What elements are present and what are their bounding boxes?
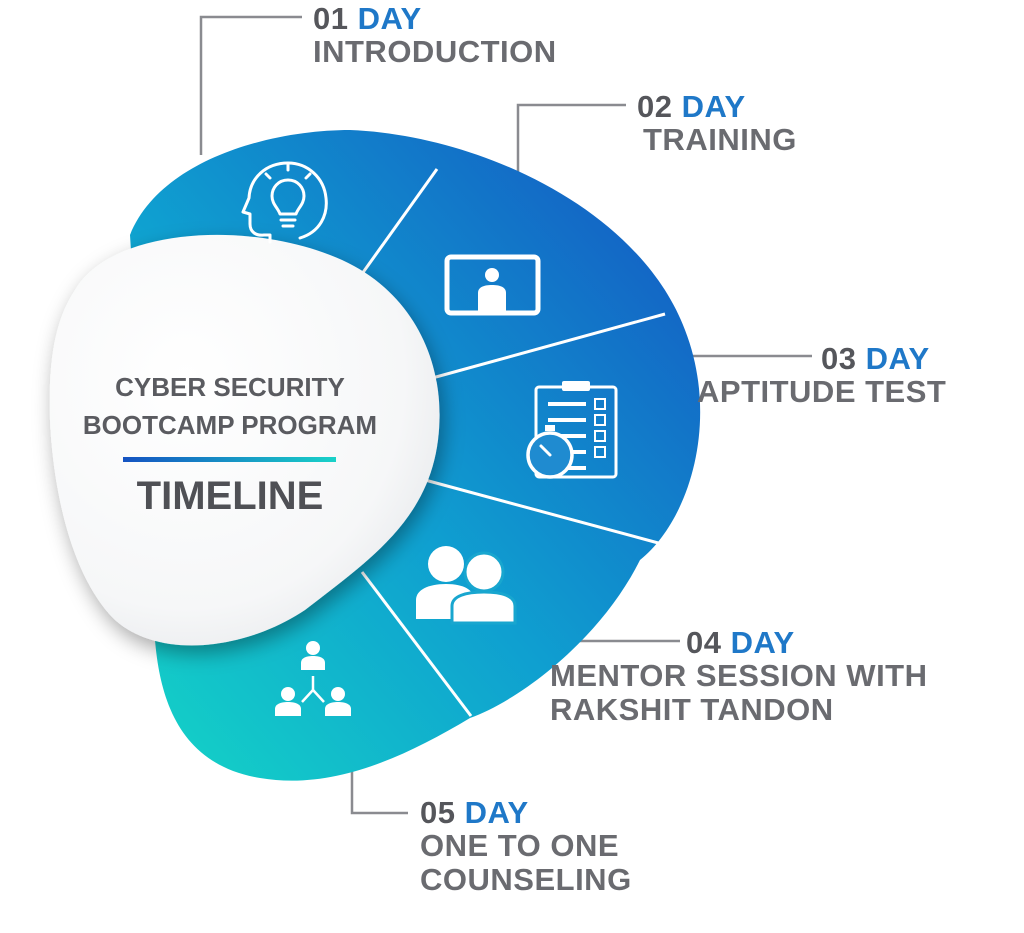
day-03-day: DAY <box>865 341 930 376</box>
center-blob <box>49 234 440 646</box>
day-04-number: 04 <box>686 625 722 660</box>
segment-dividers <box>347 168 666 717</box>
day-02-title: TRAINING <box>643 122 797 157</box>
day-05-number: 05 <box>420 795 456 830</box>
connector-day-05 <box>350 765 408 815</box>
day-05-day: DAY <box>464 795 529 830</box>
day-03-title: APTITUDE TEST <box>697 374 947 409</box>
day-01-number: 01 <box>313 1 349 36</box>
day-02-day: DAY <box>681 89 746 124</box>
day-04-title-line2: RAKSHIT TANDON <box>550 692 834 727</box>
network-people-icon <box>275 641 351 716</box>
day-02-label: 02 DAY TRAINING <box>637 91 797 157</box>
day-04-label: 04 DAY MENTOR SESSION WITH RAKSHIT TANDO… <box>550 627 928 727</box>
timeline-heading: TIMELINE <box>136 474 324 518</box>
day-03-number: 03 <box>821 341 857 376</box>
presentation-screen-icon <box>444 254 541 316</box>
connector-day-01 <box>199 15 302 155</box>
day-02-number: 02 <box>637 89 673 124</box>
day-01-label: 01 DAY INTRODUCTION <box>313 3 557 69</box>
timeline-underline <box>123 457 336 462</box>
head-lightbulb-icon <box>241 161 328 244</box>
two-people-icon <box>416 546 517 625</box>
day-05-title-line1: ONE TO ONE <box>420 828 620 863</box>
day-05-title-line2: COUNSELING <box>420 862 632 897</box>
day-03-label: 03 DAY APTITUDE TEST <box>697 343 946 409</box>
clipboard-stopwatch-icon <box>526 381 618 479</box>
day-05-label: 05 DAY ONE TO ONE COUNSELING <box>420 797 632 897</box>
program-title-line2: BOOTCAMP PROGRAM <box>82 410 378 440</box>
day-04-title-line1: MENTOR SESSION WITH <box>550 658 928 693</box>
day-01-day: DAY <box>357 1 422 36</box>
program-title-line1: CYBER SECURITY <box>115 372 345 402</box>
day-04-day: DAY <box>730 625 795 660</box>
day-01-title: INTRODUCTION <box>313 34 557 69</box>
